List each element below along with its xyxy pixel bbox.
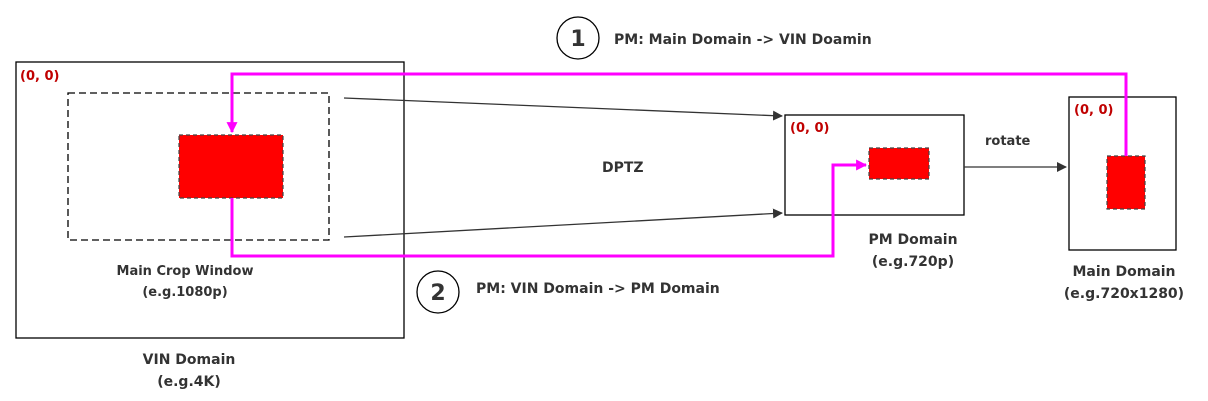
rotate-label: rotate bbox=[985, 134, 1031, 149]
dptz-arrow-top bbox=[343, 97, 783, 121]
pm-path-main-to-vin bbox=[226, 72, 1128, 156]
main-domain-title: Main Domain bbox=[1072, 264, 1175, 280]
pm-origin-label: (0, 0) bbox=[790, 121, 829, 136]
pm-domain-res: (e.g.720p) bbox=[872, 254, 954, 270]
dptz-label: DPTZ bbox=[602, 160, 644, 176]
main-crop-window-box bbox=[67, 92, 330, 241]
vin-domain-box bbox=[15, 61, 405, 339]
main-origin-label: (0, 0) bbox=[1074, 103, 1113, 118]
crop-window-res: (e.g.1080p) bbox=[142, 285, 227, 300]
step1-text: PM: Main Domain -> VIN Doamin bbox=[614, 32, 872, 48]
step2-text: PM: VIN Domain -> PM Domain bbox=[476, 281, 720, 297]
step2-number: 2 bbox=[430, 281, 445, 306]
dptz-arrow-bottom bbox=[343, 208, 783, 238]
crop-window-title: Main Crop Window bbox=[117, 264, 254, 279]
step1-number: 1 bbox=[570, 27, 585, 52]
pm-domain-title: PM Domain bbox=[868, 232, 957, 248]
vin-domain-title: VIN Domain bbox=[143, 352, 236, 368]
vin-domain-res: (e.g.4K) bbox=[157, 374, 221, 390]
pm-path-vin-to-pm bbox=[230, 159, 868, 258]
step2-circle bbox=[416, 270, 460, 314]
main-roi-rect bbox=[1106, 155, 1146, 210]
pm-roi-rect bbox=[868, 147, 930, 180]
vin-roi-rect bbox=[178, 134, 284, 199]
vin-origin-label: (0, 0) bbox=[20, 69, 59, 84]
main-domain-res: (e.g.720x1280) bbox=[1064, 286, 1184, 302]
step1-circle bbox=[556, 16, 600, 60]
